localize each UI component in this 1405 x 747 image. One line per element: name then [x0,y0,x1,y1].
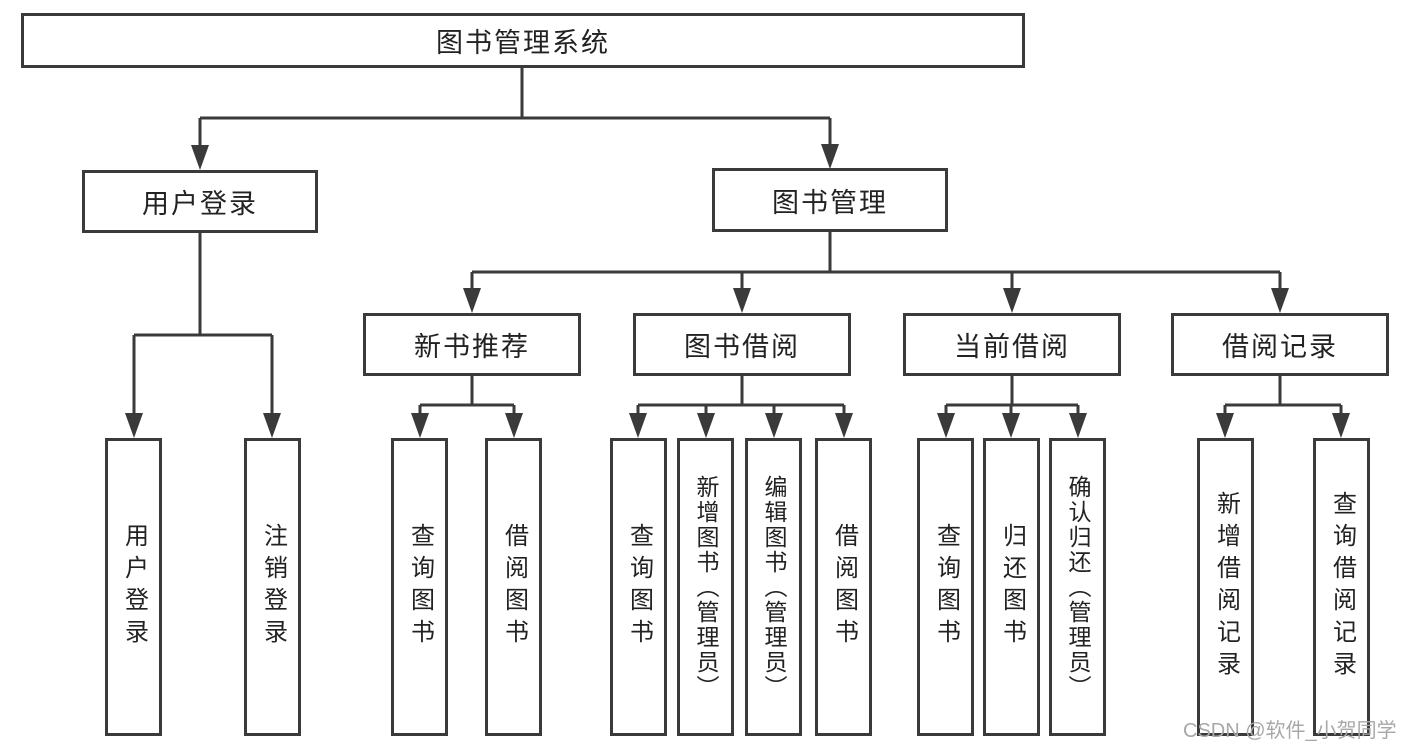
leaf-query-books-recommend: 查询图书 [391,438,448,736]
leaf-confirm-return-admin-label: 确认归还（管理员） [1065,474,1091,700]
arrowhead-icon [733,288,751,313]
leaf-confirm-return-admin: 确认归还（管理员） [1049,438,1106,736]
arrowhead-icon [697,413,715,438]
arrowhead-icon [629,413,647,438]
csdn-watermark: CSDN @软件_小贺同学 [1183,720,1397,742]
leaf-add-books-admin-label: 新增图书（管理员） [693,474,719,700]
arrowhead-icon [263,413,281,438]
leaf-query-books-current: 查询图书 [917,438,974,736]
node-root: 图书管理系统 [21,13,1025,68]
leaf-borrow-books: 借阅图书 [815,438,872,736]
arrowhead-icon [1069,413,1087,438]
leaf-user-login: 用户登录 [105,438,162,736]
leaf-borrow-books-recommend-label: 借阅图书 [500,523,528,651]
leaf-borrow-books-recommend: 借阅图书 [485,438,542,736]
leaf-logout: 注销登录 [244,438,301,736]
node-book-borrow-label: 图书借阅 [684,332,800,362]
arrowhead-icon [1002,413,1020,438]
node-user-login-label: 用户登录 [142,189,258,219]
connector-new-book-to-leaves [411,376,523,438]
leaf-user-login-label: 用户登录 [120,523,148,651]
leaf-add-borrow-record: 新增借阅记录 [1197,438,1254,736]
connector-book-borrow-to-leaves [629,376,853,438]
connector-root-to-level2 [191,68,839,170]
leaf-query-borrow-record-label: 查询借阅记录 [1328,491,1356,683]
leaf-query-books-recommend-label: 查询图书 [406,523,434,651]
node-borrow-records-label: 借阅记录 [1222,332,1338,362]
node-current-borrow: 当前借阅 [903,313,1121,376]
node-book-borrow: 图书借阅 [633,313,851,376]
arrowhead-icon [505,413,523,438]
connector-current-borrow-to-leaves [937,376,1087,438]
leaf-logout-label: 注销登录 [259,523,287,651]
connector-book-management-to-level3 [463,232,1289,313]
leaf-edit-books-admin: 编辑图书（管理员） [745,438,802,736]
arrowhead-icon [1332,413,1350,438]
leaf-borrow-books-label: 借阅图书 [830,523,858,651]
arrowhead-icon [765,413,783,438]
node-root-label: 图书管理系统 [436,28,610,58]
arrowhead-icon [191,145,209,170]
arrowhead-icon [1271,288,1289,313]
node-new-book-recommend: 新书推荐 [363,313,581,376]
node-borrow-records: 借阅记录 [1171,313,1389,376]
connector-user-login-to-leaves [125,233,281,438]
leaf-query-borrow-record: 查询借阅记录 [1313,438,1370,736]
connector-borrow-records-to-leaves [1216,376,1350,438]
node-book-management-label: 图书管理 [772,187,888,218]
leaf-query-books-borrow: 查询图书 [610,438,667,736]
arrowhead-icon [463,288,481,313]
node-current-borrow-label: 当前借阅 [954,332,1070,362]
leaf-return-books-label: 归还图书 [998,523,1026,651]
leaf-query-books-current-label: 查询图书 [932,523,960,651]
arrowhead-icon [1216,413,1234,438]
node-book-management: 图书管理 [712,168,948,232]
node-new-book-recommend-label: 新书推荐 [414,332,530,362]
arrowhead-icon [835,413,853,438]
leaf-add-books-admin: 新增图书（管理员） [677,438,734,736]
leaf-add-borrow-record-label: 新增借阅记录 [1212,491,1240,683]
arrowhead-icon [1003,288,1021,313]
leaf-return-books: 归还图书 [983,438,1040,736]
arrowhead-icon [125,413,143,438]
node-user-login: 用户登录 [82,170,318,233]
leaf-edit-books-admin-label: 编辑图书（管理员） [761,474,787,700]
arrowhead-icon [411,413,429,438]
leaf-query-books-borrow-label: 查询图书 [625,523,653,651]
arrowhead-icon [937,413,955,438]
arrowhead-icon [821,144,839,169]
